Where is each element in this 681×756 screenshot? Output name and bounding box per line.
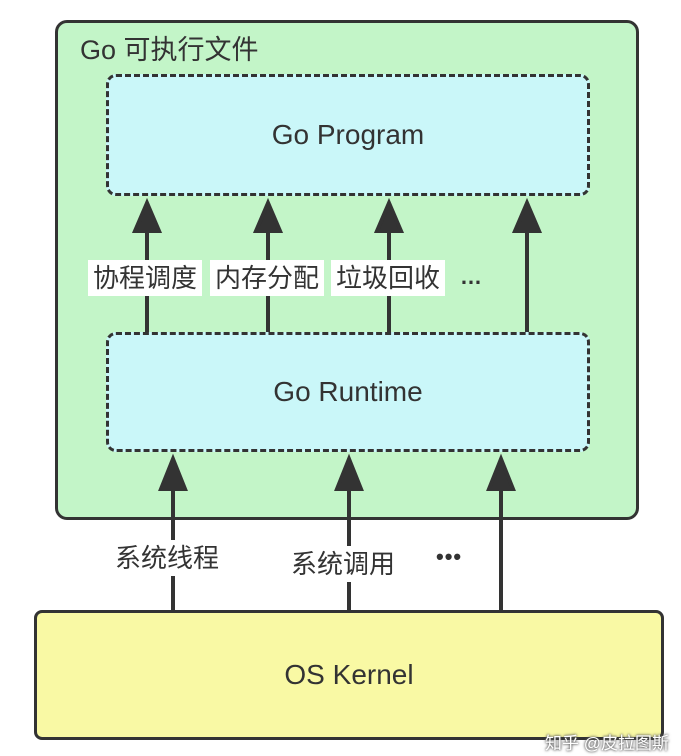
arrowhead-icon: [373, 197, 405, 233]
arrowhead-icon: [486, 453, 516, 491]
os-kernel-label: OS Kernel: [284, 659, 414, 690]
arrowhead-icon: [511, 197, 543, 233]
arrowhead-icon: [252, 197, 284, 233]
go-program-box: Go Program: [106, 74, 590, 196]
container-title: Go 可执行文件: [80, 35, 259, 65]
arrowhead-icon: [334, 453, 364, 491]
service-more: …: [460, 264, 483, 289]
service-label-gc: 垃圾回收: [331, 260, 446, 296]
service-label-scheduling: 协程调度: [88, 260, 203, 296]
interface-label-syscalls: 系统调用: [286, 546, 401, 582]
interface-label-threads: 系统线程: [110, 540, 225, 576]
arrowhead-icon: [131, 197, 163, 233]
service-label-allocation: 内存分配: [210, 260, 325, 296]
watermark: 知乎 @皮拉图斯: [545, 734, 669, 753]
interface-more: •••: [436, 544, 463, 569]
go-runtime-box: Go Runtime: [106, 332, 590, 452]
os-kernel-box: OS Kernel: [34, 610, 664, 740]
go-program-label: Go Program: [271, 119, 425, 150]
go-runtime-label: Go Runtime: [273, 376, 423, 407]
arrowhead-icon: [158, 453, 188, 491]
